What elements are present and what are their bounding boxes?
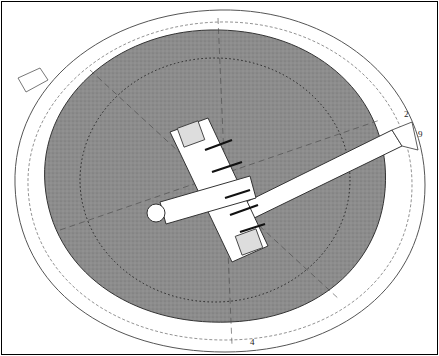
outwork xyxy=(18,68,48,92)
entrance xyxy=(392,122,418,150)
callout-number: 9 xyxy=(418,130,423,139)
passage xyxy=(238,130,402,222)
side-chamber xyxy=(160,176,256,224)
slab-marks xyxy=(205,140,265,232)
callout-number: 2 xyxy=(404,110,409,119)
side-cell xyxy=(147,204,165,222)
callout-number: 4 xyxy=(250,338,255,347)
end-cell xyxy=(177,121,205,147)
end-cell xyxy=(235,229,263,255)
outer-ring xyxy=(15,10,425,352)
